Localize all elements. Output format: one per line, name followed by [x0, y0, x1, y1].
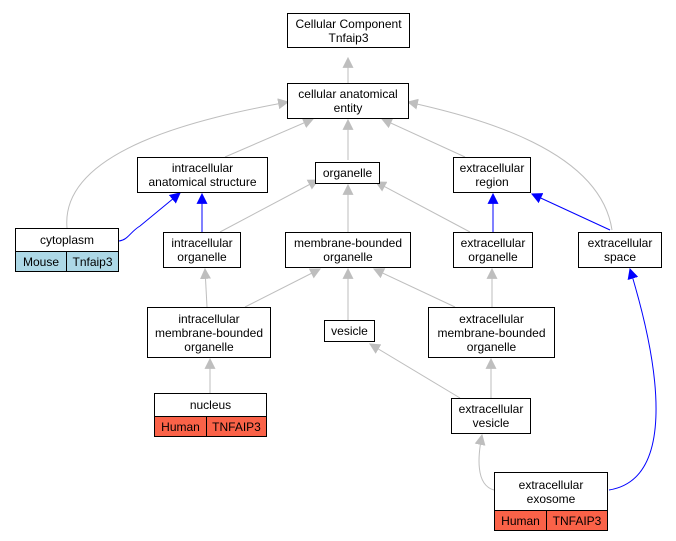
node-extracellular-organelle[interactable]: extracellular organelle	[453, 232, 533, 268]
species-badge-mouse: Mouse	[22, 254, 60, 269]
edge-exosome-ecs	[608, 267, 657, 491]
node-cellular-anatomical-entity[interactable]: cellular anatomical entity	[287, 83, 409, 119]
gene-badge-tnfaip3: TNFAIP3	[206, 417, 266, 436]
gene-badge-tnfaip3: TNFAIP3	[546, 511, 607, 530]
node-intracellular-organelle[interactable]: intracellular organelle	[163, 232, 241, 268]
node-extracellular-space[interactable]: extracellular space	[578, 232, 662, 268]
edge-io-organelle	[219, 179, 319, 233]
edge-ecs-cae	[406, 98, 613, 231]
node-organelle[interactable]: organelle	[315, 162, 380, 184]
node-intracellular-anatomical-structure[interactable]: intracellular anatomical structure	[137, 157, 268, 193]
edge-ias-cae	[224, 117, 315, 158]
node-vesicle[interactable]: vesicle	[324, 320, 375, 342]
gene-node-extracellular-exosome[interactable]: extracellular exosome Human TNFAIP3	[494, 472, 608, 531]
gene-node-cytoplasm[interactable]: cytoplasm Mouse Tnfaip3	[15, 228, 119, 272]
gene-node-nucleus[interactable]: nucleus Human TNFAIP3	[154, 393, 267, 437]
node-cellular-component-root[interactable]: Cellular Component Tnfaip3	[287, 13, 410, 48]
node-membrane-bounded-organelle[interactable]: membrane-bounded organelle	[285, 232, 411, 268]
node-extracellular-membrane-bounded-organelle[interactable]: extracellular membrane-bounded organelle	[428, 307, 555, 358]
node-intracellular-membrane-bounded-organelle[interactable]: intracellular membrane-bounded organelle	[147, 307, 271, 358]
edge-ecv-vesicle	[369, 343, 461, 399]
gene-node-nucleus-label: nucleus	[155, 394, 266, 417]
edge-exosome-ecv	[474, 433, 495, 491]
gene-node-exosome-label: extracellular exosome	[495, 473, 607, 511]
edge-ecs-ecr	[531, 193, 611, 231]
gene-badge-tnfaip3: Tnfaip3	[66, 252, 118, 271]
edge-embo-mbo	[373, 268, 456, 308]
edge-eco-organelle	[375, 181, 471, 233]
edge-cytoplasm-cae	[66, 98, 290, 229]
edge-imbo-mbo	[244, 268, 321, 308]
node-extracellular-vesicle[interactable]: extracellular vesicle	[451, 398, 531, 434]
gene-node-cytoplasm-label: cytoplasm	[16, 229, 118, 252]
edge-ecr-cae	[380, 118, 466, 158]
edge-cytoplasm-ias	[118, 192, 181, 242]
edge-imbo-io	[200, 267, 212, 308]
species-badge-human: Human	[161, 419, 200, 434]
species-badge-human: Human	[501, 513, 540, 528]
node-extracellular-region[interactable]: extracellular region	[453, 157, 531, 193]
